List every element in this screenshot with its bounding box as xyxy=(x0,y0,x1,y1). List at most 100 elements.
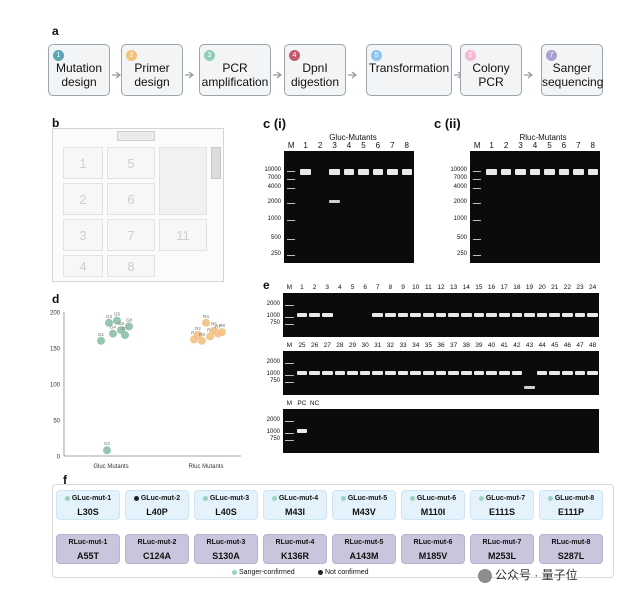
y-tick-label: 0 xyxy=(57,455,61,461)
gel_e-band xyxy=(587,312,598,317)
gel_e-band xyxy=(397,370,409,375)
mutant-name-row: GLuc-mut-6 xyxy=(402,495,464,502)
step-label: Colony PCR xyxy=(472,61,510,89)
step-number-badge: 6 xyxy=(465,50,476,61)
gel_e-band xyxy=(486,370,497,375)
gel_e-band xyxy=(372,312,384,317)
gel_c1-image xyxy=(284,151,414,263)
gel_c2-band xyxy=(573,168,584,175)
mutation-label: M110I xyxy=(420,507,446,517)
gel_e-ladder-band xyxy=(285,363,294,365)
layout-cell-3: 3 xyxy=(63,219,103,251)
gel_e-ladder-label: 2000 xyxy=(266,417,280,424)
gel_c1-ladder-label: 4000 xyxy=(267,183,281,190)
gel_e-lane-label: 37 xyxy=(450,342,458,349)
mutation-label: E111S xyxy=(488,507,516,517)
x-tick-label: Rluc Mutants xyxy=(188,464,223,470)
panel-label-b: b xyxy=(52,116,60,130)
point-label: R6 xyxy=(211,322,217,327)
mutant-name-row: GLuc-mut-5 xyxy=(333,495,395,502)
mutant-name-row: GLuc-mut-3 xyxy=(195,495,257,502)
gel_e-band xyxy=(347,370,358,375)
gel_e-lane-label: 23 xyxy=(576,284,584,291)
mutant-name: RLuc-mut-5 xyxy=(344,539,384,546)
gel_c1-band xyxy=(358,168,369,175)
gel_c1-ladder-band xyxy=(287,171,296,173)
point-label: R3 xyxy=(199,332,205,337)
gel_e-lane-label: NC xyxy=(309,400,320,407)
gel_c1-ladder-label: 500 xyxy=(270,235,281,242)
gel_e-ladder-label: 1000 xyxy=(266,371,280,378)
gel_e-band xyxy=(511,370,523,375)
gel_c1-band xyxy=(387,168,398,175)
gel_e-band xyxy=(385,370,396,375)
mutation-label: M253L xyxy=(487,551,516,561)
step-label: Mutation design xyxy=(55,61,103,89)
gel_c1-ladder-band xyxy=(287,187,296,189)
gel_c1-band xyxy=(372,168,384,175)
gel_c2-ladder-label: 7000 xyxy=(453,175,467,181)
mutation-label: L30S xyxy=(77,507,99,517)
gel_e-lane-label: 22 xyxy=(563,284,571,291)
gel_e-ladder-band xyxy=(285,381,294,383)
gel_e-lane-label: 26 xyxy=(310,342,319,349)
legend-confirmed-label: Sanger-confirmed xyxy=(239,569,295,576)
gel_e-band xyxy=(309,312,320,317)
gel_c1-band xyxy=(300,168,311,175)
gel_e-ladder-band xyxy=(285,421,294,423)
step-number-badge: 5 xyxy=(371,50,382,61)
legend-not-confirmed-dot xyxy=(318,569,323,575)
mutant-name: RLuc-mut-2 xyxy=(137,539,177,546)
gel_c1-band xyxy=(329,200,340,204)
gel_e-lane-label: 3 xyxy=(325,284,330,291)
gel_c2-lane-label: 5 xyxy=(547,141,552,150)
gel_e-band xyxy=(524,312,535,317)
layout-side-tab xyxy=(211,147,221,179)
gel_c1-lane-label: 1 xyxy=(303,141,308,150)
gel_e-lane-label: 20 xyxy=(538,284,546,291)
gel_e-lane-label: 9 xyxy=(401,284,405,291)
mutant-name: RLuc-mut-8 xyxy=(551,539,591,546)
legend-confirmed: Sanger-confirmed xyxy=(232,569,295,576)
gel_c2-ladder-label: 500 xyxy=(456,235,467,242)
gel_e-band xyxy=(460,312,472,317)
gel_e-lane-label: 42 xyxy=(513,342,521,349)
arrow-right-icon xyxy=(112,66,122,79)
panel-label-c2: c (ii) xyxy=(434,116,461,131)
gel_e-lane-label: 5 xyxy=(350,284,355,291)
gel_c2-ladder-label: 250 xyxy=(456,251,467,258)
gel_e-lane-label: 43 xyxy=(525,342,534,349)
gel_c2-band xyxy=(515,168,526,175)
mutant-name: GLuc-mut-6 xyxy=(416,495,457,502)
mutant-name: GLuc-mut-5 xyxy=(347,495,388,502)
step-number-badge: 1 xyxy=(53,50,64,61)
gel_e-band xyxy=(498,312,510,317)
layout-cell-2: 2 xyxy=(63,183,103,215)
gel_e-lane-label: 36 xyxy=(437,342,445,349)
point-label: G7 xyxy=(122,326,129,331)
data-point xyxy=(109,329,117,338)
gel_e-ladder-label: 750 xyxy=(269,435,280,442)
x-tick-label: Gluc Mutants xyxy=(93,464,128,470)
gel_e-ladder-band xyxy=(285,375,294,377)
panel-label-a: a xyxy=(52,24,59,38)
data-point xyxy=(105,318,113,327)
watermark-text: 公众号 · 量子位 xyxy=(495,568,578,582)
gel_c2-ladder-band xyxy=(473,179,482,180)
gel_e-lane-label: 18 xyxy=(513,284,521,291)
gel_e-band xyxy=(536,370,548,375)
arrow-right-icon xyxy=(185,66,195,79)
gel_e-band xyxy=(435,312,447,317)
gel_c2-ladder-label: 10000 xyxy=(450,167,467,174)
gel_e-band xyxy=(473,370,485,375)
mutation-label: M185V xyxy=(418,551,448,561)
gel_e-lane-label: 6 xyxy=(363,284,367,291)
